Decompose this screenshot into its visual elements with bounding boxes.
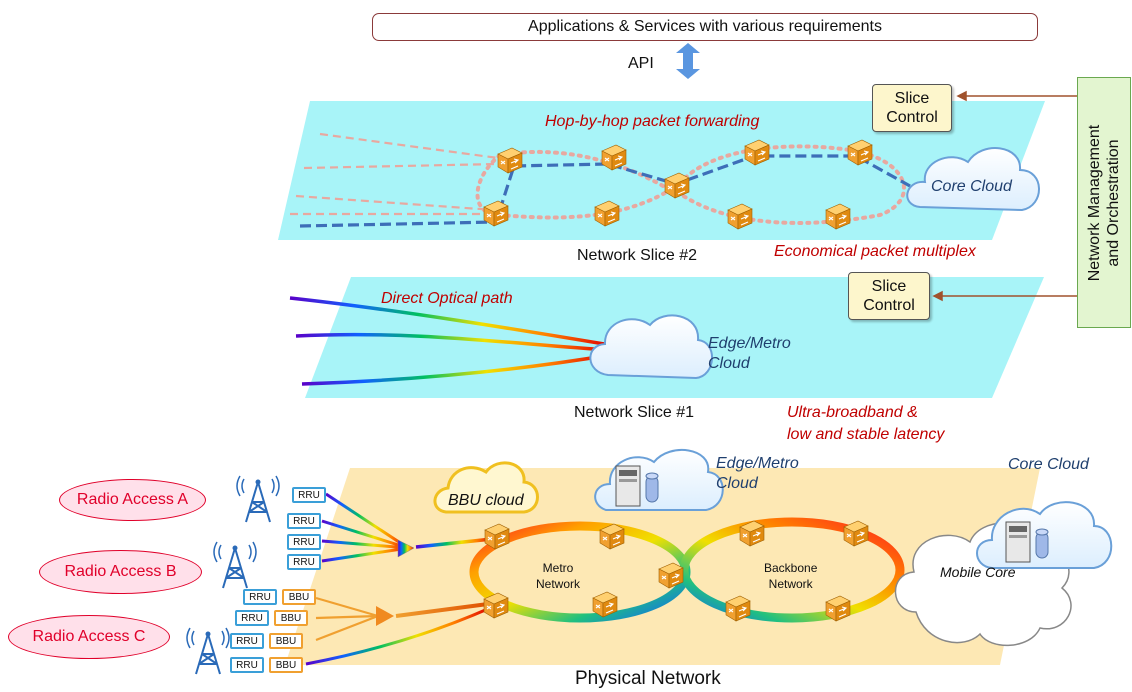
- bbu-label: BBU: [275, 659, 297, 671]
- rru-box: RRU: [287, 513, 321, 529]
- rru-to-prism-lines: [321, 492, 409, 563]
- ultra-line1: Ultra-broadband &: [787, 404, 918, 421]
- nmo-line1: Network Management: [1086, 124, 1103, 281]
- splitter-to-metro-line: [395, 602, 489, 618]
- direct-optical-label: Direct Optical path: [381, 290, 513, 307]
- slice2-title: Network Slice #2: [577, 247, 698, 264]
- splitter-icon: [376, 606, 394, 626]
- applications-services-box: Applications & Services with various req…: [372, 13, 1038, 41]
- rru-box: RRU: [235, 610, 269, 626]
- slice-control-line2: Control: [863, 297, 915, 314]
- bbu-box: BBU: [269, 657, 303, 673]
- radio-access-a-label: Radio Access A: [76, 491, 189, 508]
- rru-label: RRU: [249, 591, 271, 603]
- rru-label: RRU: [293, 556, 315, 568]
- slice1-title: Network Slice #1: [574, 404, 695, 421]
- rru-box: RRU: [230, 633, 264, 649]
- applications-services-label: Applications & Services with various req…: [528, 18, 882, 35]
- slice2-core-cloud-shape: [906, 147, 1040, 212]
- metro-line2: Network: [536, 577, 581, 591]
- bbu-cloud-label: BBU cloud: [448, 492, 524, 509]
- physical-edge-line2: Cloud: [716, 475, 758, 492]
- rru-label: RRU: [241, 612, 263, 624]
- antenna-tower-icon: [236, 475, 280, 523]
- rru-label: RRU: [236, 635, 258, 647]
- api-label: API: [628, 55, 654, 72]
- radio-access-b: Radio Access B: [39, 550, 202, 594]
- rru-label: RRU: [298, 489, 320, 501]
- prism-icon: [397, 539, 415, 558]
- ultra-line2: low and stable latency: [787, 426, 945, 443]
- backbone-ring: [679, 517, 905, 623]
- optical-paths: [289, 296, 611, 386]
- physical-core-cloud-label: Core Cloud: [1008, 456, 1089, 473]
- slice-control-line1: Slice: [871, 278, 907, 295]
- rru-label: RRU: [293, 536, 315, 548]
- backbone-line1: Backbone: [764, 561, 818, 575]
- antenna-tower-icon: [186, 627, 230, 675]
- bbu-to-splitter-lines: [315, 596, 379, 642]
- bbu-box: BBU: [274, 610, 308, 626]
- slice2-plane: [278, 101, 1045, 240]
- mobile-core-label: Mobile Core: [940, 564, 1016, 580]
- nmo-arrows: [932, 90, 1077, 302]
- rru-box: RRU: [292, 487, 326, 503]
- nmo-line2: and Orchestration: [1105, 138, 1122, 267]
- metro-line1: Metro: [542, 561, 574, 575]
- slice-control-line2: Control: [886, 109, 938, 126]
- slice2-packet-path: [299, 154, 911, 228]
- hop-by-hop-label: Hop-by-hop packet forwarding: [545, 113, 760, 130]
- radio-access-c-label: Radio Access C: [32, 628, 146, 645]
- rru-label: RRU: [236, 659, 258, 671]
- bbu-box: BBU: [282, 589, 316, 605]
- rru-box: RRU: [230, 657, 264, 673]
- bbu-box: BBU: [269, 633, 303, 649]
- bbu-cloud-shape: [433, 461, 539, 514]
- physical-network-title: Physical Network: [575, 668, 721, 689]
- rru-box: RRU: [287, 534, 321, 550]
- rru-box: RRU: [287, 554, 321, 570]
- slice-control-line1: Slice: [894, 90, 930, 107]
- api-arrow-icon: [676, 43, 700, 79]
- bbu-label: BBU: [280, 612, 302, 624]
- slice1-edge-cloud-shape: [589, 314, 713, 380]
- physical-edge-cloud-shape: [594, 448, 724, 511]
- bbu-label: BBU: [288, 591, 310, 603]
- slice1-edge-cloud-line2: Cloud: [708, 355, 750, 372]
- prism-to-metro-line: [415, 537, 493, 549]
- slice1-edge-cloud-line1: Edge/Metro: [708, 335, 791, 352]
- physical-edge-line1: Edge/Metro: [716, 455, 799, 472]
- antenna-tower-icon: [213, 541, 257, 589]
- rru-c-direct-line: [305, 606, 491, 666]
- slice2-incoming-lines: [290, 132, 499, 216]
- ultra-broadband-label: Ultra-broadband & low and stable latency: [787, 402, 944, 446]
- rru-label: RRU: [293, 515, 315, 527]
- radio-access-c: Radio Access C: [8, 615, 170, 659]
- backbone-line2: Network: [768, 577, 813, 591]
- economical-label: Economical packet multiplex: [774, 243, 976, 260]
- rru-box: RRU: [243, 589, 277, 605]
- bbu-label: BBU: [275, 635, 297, 647]
- radio-access-a: Radio Access A: [59, 479, 206, 521]
- radio-access-b-label: Radio Access B: [64, 563, 177, 580]
- slice2-core-cloud-label: Core Cloud: [931, 178, 1012, 195]
